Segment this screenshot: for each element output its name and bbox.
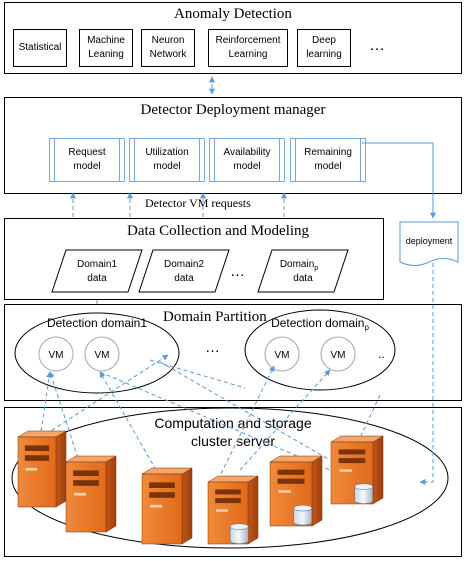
domain1-data-label: Domain1 — [77, 259, 117, 270]
domainp-data-subscript: p — [314, 265, 318, 272]
domain1-data-sublabel: data — [87, 273, 107, 284]
database-icon — [293, 504, 313, 526]
svg-text:Domainp: Domainp — [280, 259, 318, 272]
database-icon — [229, 523, 249, 544]
method-machine-learning: Machine Leaning — [79, 29, 133, 67]
arrows — [39, 76, 436, 485]
utilization-model: Utilization model — [129, 138, 205, 182]
domain-ellipsis: … — [205, 339, 220, 356]
method-neuron-network: Neuron Network — [141, 29, 195, 67]
vm-label: VM — [331, 350, 346, 361]
detection-domain1: Detection domain1 VM VM — [14, 312, 180, 394]
request-model: Request model — [49, 138, 125, 182]
domainp-data-sublabel: data — [293, 273, 313, 284]
server-to-vm-4 — [99, 371, 157, 471]
database-icon — [354, 483, 374, 504]
servers — [17, 430, 384, 545]
deployment-manager-layer: Detector Deployment manager Request mode… — [4, 97, 462, 211]
server-to-vm-7 — [217, 365, 275, 481]
server-to-vm-2 — [48, 371, 79, 459]
method-statistical: Statistical — [13, 29, 67, 67]
vm-to-server-10 — [159, 361, 331, 461]
svg-text:Detection domainp: Detection domainp — [271, 316, 369, 332]
anomaly-detection-title: Anomaly Detection — [174, 6, 292, 22]
deployment-manager-title: Detector Deployment manager — [140, 102, 326, 118]
server-tower — [65, 455, 117, 533]
detection-domainp: Detection domainp VM VM .. — [244, 309, 396, 391]
vm-trailing-dots: .. — [378, 347, 385, 361]
methods-ellipsis: … — [369, 37, 385, 54]
vm-label: VM — [49, 350, 64, 361]
deployment-document: deployment — [399, 221, 459, 266]
domainp-data-label: Domain — [280, 259, 314, 270]
domain2-data-shape: Domain2 data — [138, 249, 230, 293]
server-to-vm-8 — [239, 369, 331, 471]
method-deep-learning: Deep learning — [297, 29, 351, 67]
deployment-to-cluster-arrow — [419, 263, 434, 485]
domain1-label: Detection domain1 — [47, 316, 147, 330]
domainp-subscript: p — [364, 323, 369, 332]
deployment-label: deployment — [406, 236, 453, 246]
vm-label: VM — [95, 350, 110, 361]
remaining-model: Remaining model — [290, 138, 366, 182]
data-collection-title: Data Collection and Modeling — [127, 223, 310, 239]
cluster-title-line2: cluster server — [191, 433, 275, 449]
data-ellipsis: … — [230, 263, 245, 280]
vm-label: VM — [275, 350, 290, 361]
domainp-label: Detection domain — [271, 316, 364, 330]
vm-to-server-6 — [149, 359, 246, 389]
domain2-data-sublabel: data — [174, 273, 194, 284]
manager-to-deployment-arrow — [362, 142, 436, 219]
cluster-title-line1: Computation and storage — [154, 415, 311, 431]
vm-requests-label: Detector VM requests — [145, 196, 251, 211]
domain2-data-label: Domain2 — [164, 259, 204, 270]
server-tower — [141, 467, 193, 545]
anomaly-detection-layer: Anomaly Detection Statistical Machine Le… — [4, 2, 462, 74]
domain-partition-title: Domain Partition — [163, 309, 267, 325]
domainp-data-shape: Domainp data — [257, 249, 349, 293]
server-tower — [17, 430, 67, 508]
method-reinforcement-learning: Reinforcement Learning — [208, 29, 288, 67]
server-to-vm-3 — [39, 354, 169, 439]
domain1-data-shape: Domain1 data — [51, 249, 143, 293]
availability-model: Availability model — [209, 138, 285, 182]
